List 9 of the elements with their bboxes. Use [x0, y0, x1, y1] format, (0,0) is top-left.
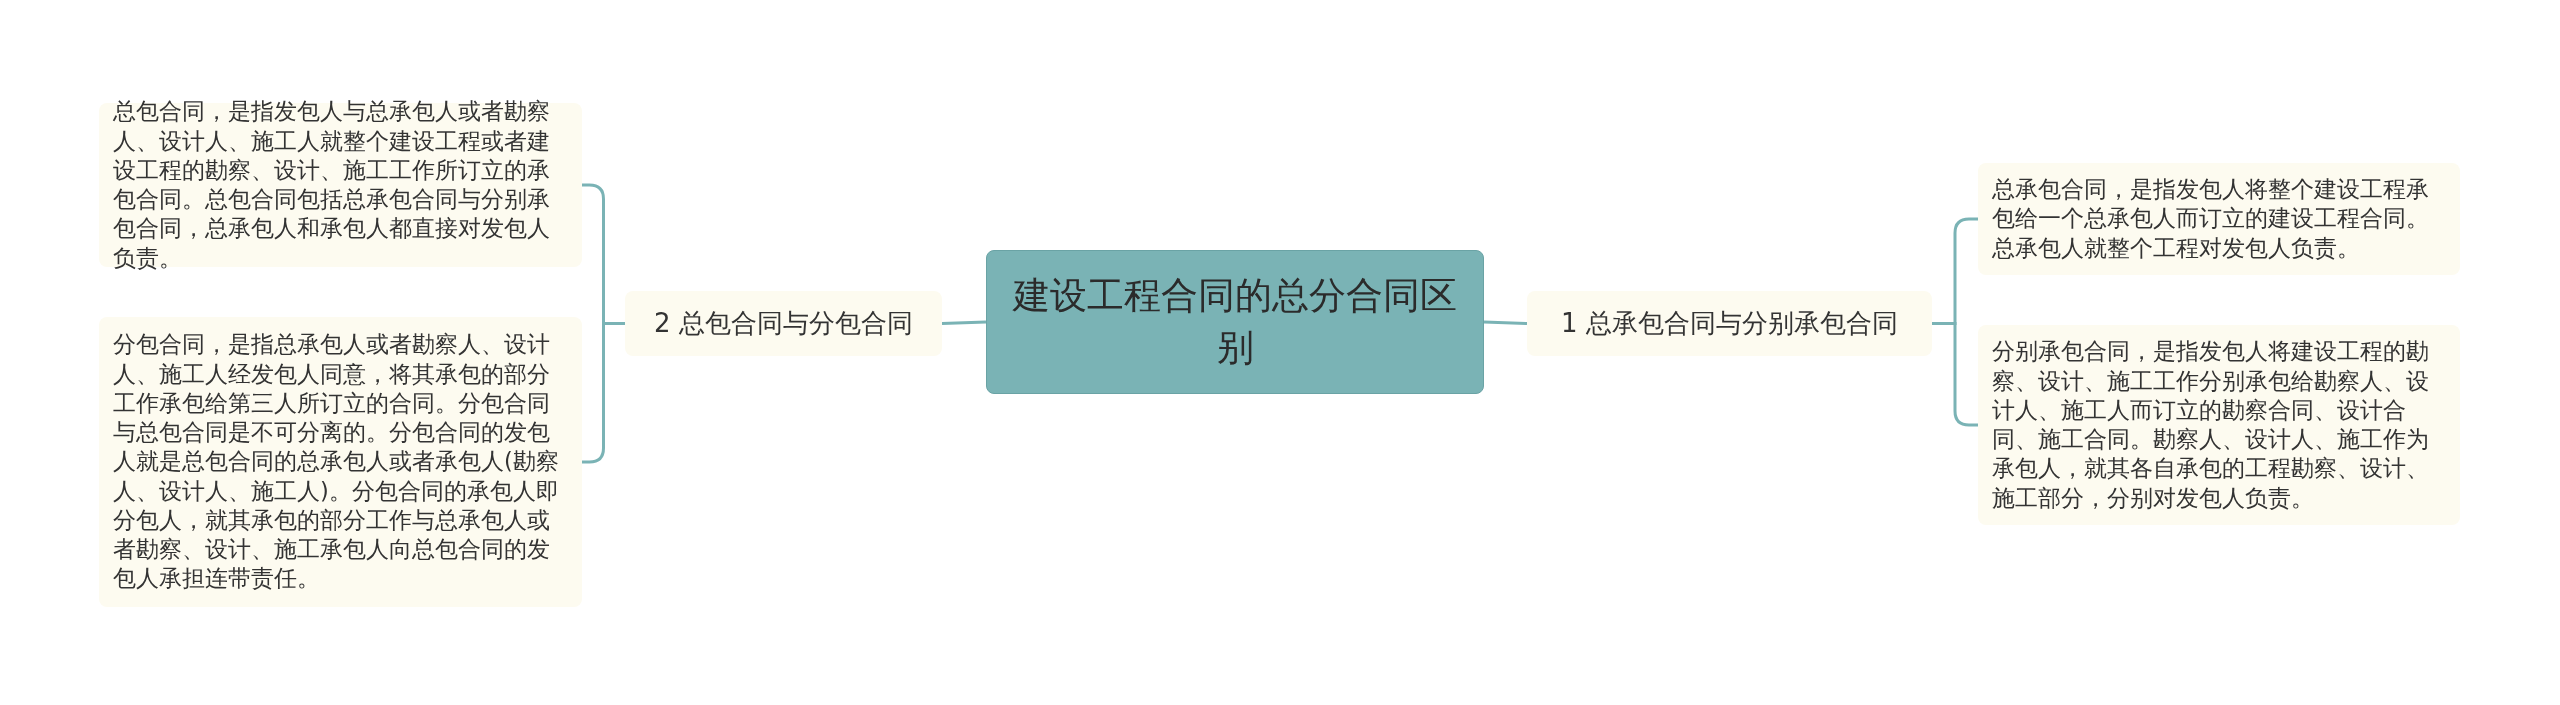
- note-box: 总承包合同，是指发包人将整个建设工程承包给一个总承包人而订立的建设工程合同。总承包人就整个工程对发包人负责。: [1978, 163, 2460, 275]
- central-topic-box: 建设工程合同的总分合同区别: [986, 250, 1484, 394]
- subtopic-box: 1 总承包合同与分别承包合同: [1527, 291, 1932, 356]
- connector-line: [582, 322, 625, 464]
- note-box: 分别承包合同，是指发包人将建设工程的勘察、设计、施工工作分别承包给勘察人、设计人、施工人而订立的勘察合同、设计合同、施工合同。勘察人、设计人、施工作为承包人，就其各自承包的工程勘察、设计、施工部分，分别对发包人负责。: [1978, 325, 2460, 525]
- connector-line: [1483, 320, 1528, 325]
- subtopic-box: 2 总包合同与分包合同: [625, 291, 942, 356]
- note-box: 分包合同，是指总承包人或者勘察人、设计人、施工人经发包人同意，将其承包的部分工作承包给第三人所订立的合同。分包合同与总包合同是不可分离的。分包合同的发包人就是总包合同的总承包人或者承包人(勘察人、设计人、施工人)。分包合同的承包人即分包人，就其承包的部分工作与总承包人或者勘察、设计、施工承包人向总包合同的发包人承担连带责任。: [99, 317, 582, 607]
- connector-line: [941, 320, 987, 325]
